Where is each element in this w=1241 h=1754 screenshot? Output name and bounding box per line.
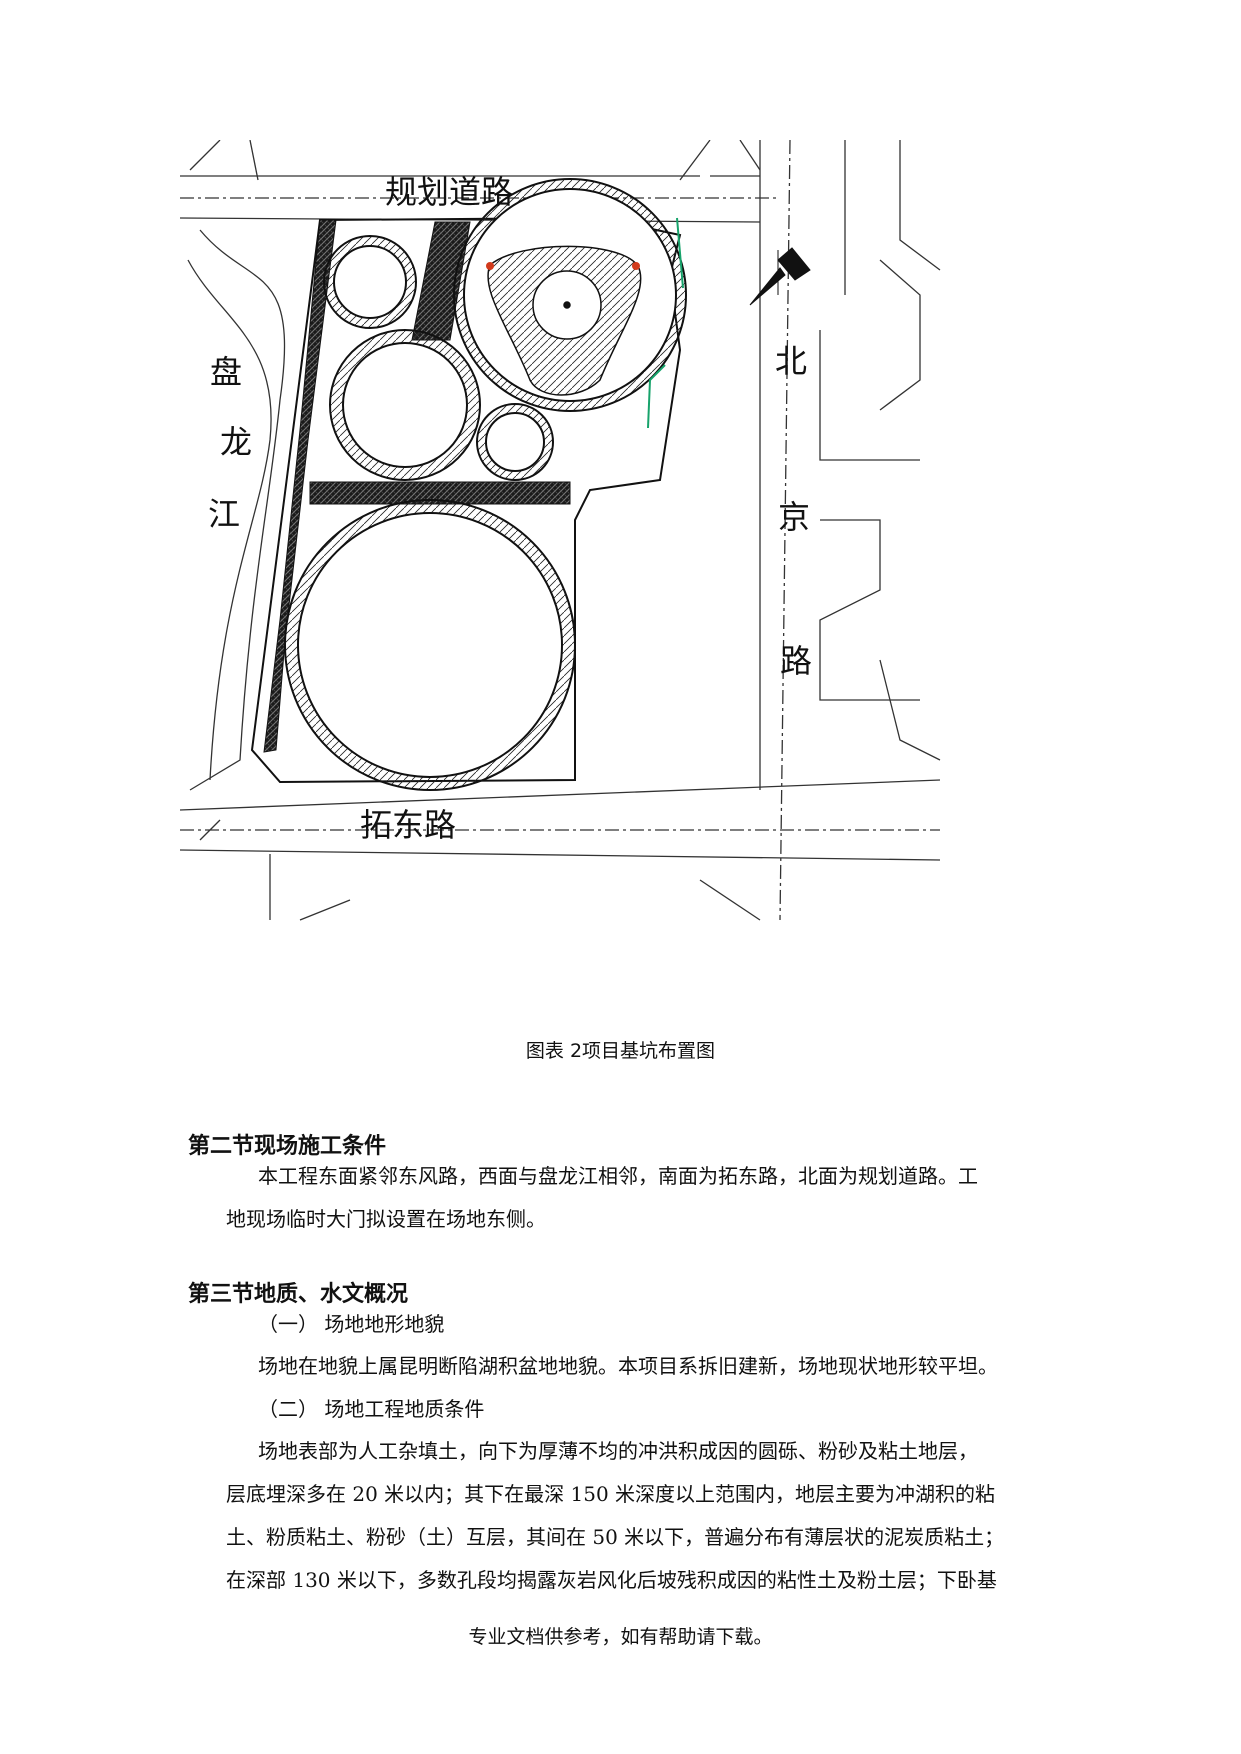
road-label-east-2: 京 (778, 498, 810, 536)
section3-subheading1: （一） 场地地形地貌 (258, 1312, 445, 1336)
section2-line1: 本工程东面紧邻东风路，西面与盘龙江相邻，南面为拓东路，北面为规划道路。工 (258, 1164, 978, 1188)
figure-caption: 图表 2项目基坑布置图 (525, 1040, 716, 1062)
section3-heading: 第三节地质、水文概况 (188, 1282, 409, 1307)
tri-ring-structure (486, 245, 642, 396)
road-label-west-1: 盘 (210, 353, 242, 391)
section3-para2-line4: 在深部 130 米以下，多数孔段均揭露灰岩风化后坡残积成因的粘性土及粉土层；下卧… (226, 1568, 997, 1592)
section2-line2: 地现场临时大门拟设置在场地东侧。 (226, 1207, 546, 1231)
foundation-pit-layout-plan: 规划道路 拓东路 盘 龙 江 北 京 路 (180, 140, 941, 921)
road-label-south: 拓东路 (360, 806, 456, 844)
road-label-west-3: 江 (208, 495, 240, 533)
road-label-north: 规划道路 (385, 173, 513, 211)
section3-para2-line1: 场地表部为人工杂填土，向下为厚薄不均的冲洪积成因的圆砾、粉砂及粘土地层， (258, 1439, 978, 1463)
section3-para2-line2: 层底埋深多在 20 米以内；其下在最深 150 米深度以上范围内，地层主要为冲湖… (226, 1482, 996, 1506)
pit-circles (284, 178, 687, 791)
section2-heading: 第二节现场施工条件 (188, 1134, 387, 1159)
road-label-east-3: 路 (780, 642, 812, 680)
north-arrow-icon (749, 247, 811, 306)
road-label-east-1: 北 (775, 342, 807, 380)
section3-subheading2: （二） 场地工程地质条件 (258, 1397, 485, 1421)
section3-para1: 场地在地貌上属昆明断陷湖积盆地地貌。本项目系拆旧建新，场地现状地形较平坦。 (258, 1354, 998, 1378)
street-lines (180, 140, 941, 921)
green-boundary-lines (647, 217, 684, 429)
page-footer: 专业文档供参考，如有帮助请下载。 (468, 1626, 773, 1648)
retaining-wall-strips (263, 219, 571, 753)
section3-para2-line3: 土、粉质粘土、粉砂（土）互层，其间在 50 米以下，普遍分布有薄层状的泥炭质粘土… (226, 1525, 1005, 1549)
road-label-west-2: 龙 (220, 423, 252, 461)
